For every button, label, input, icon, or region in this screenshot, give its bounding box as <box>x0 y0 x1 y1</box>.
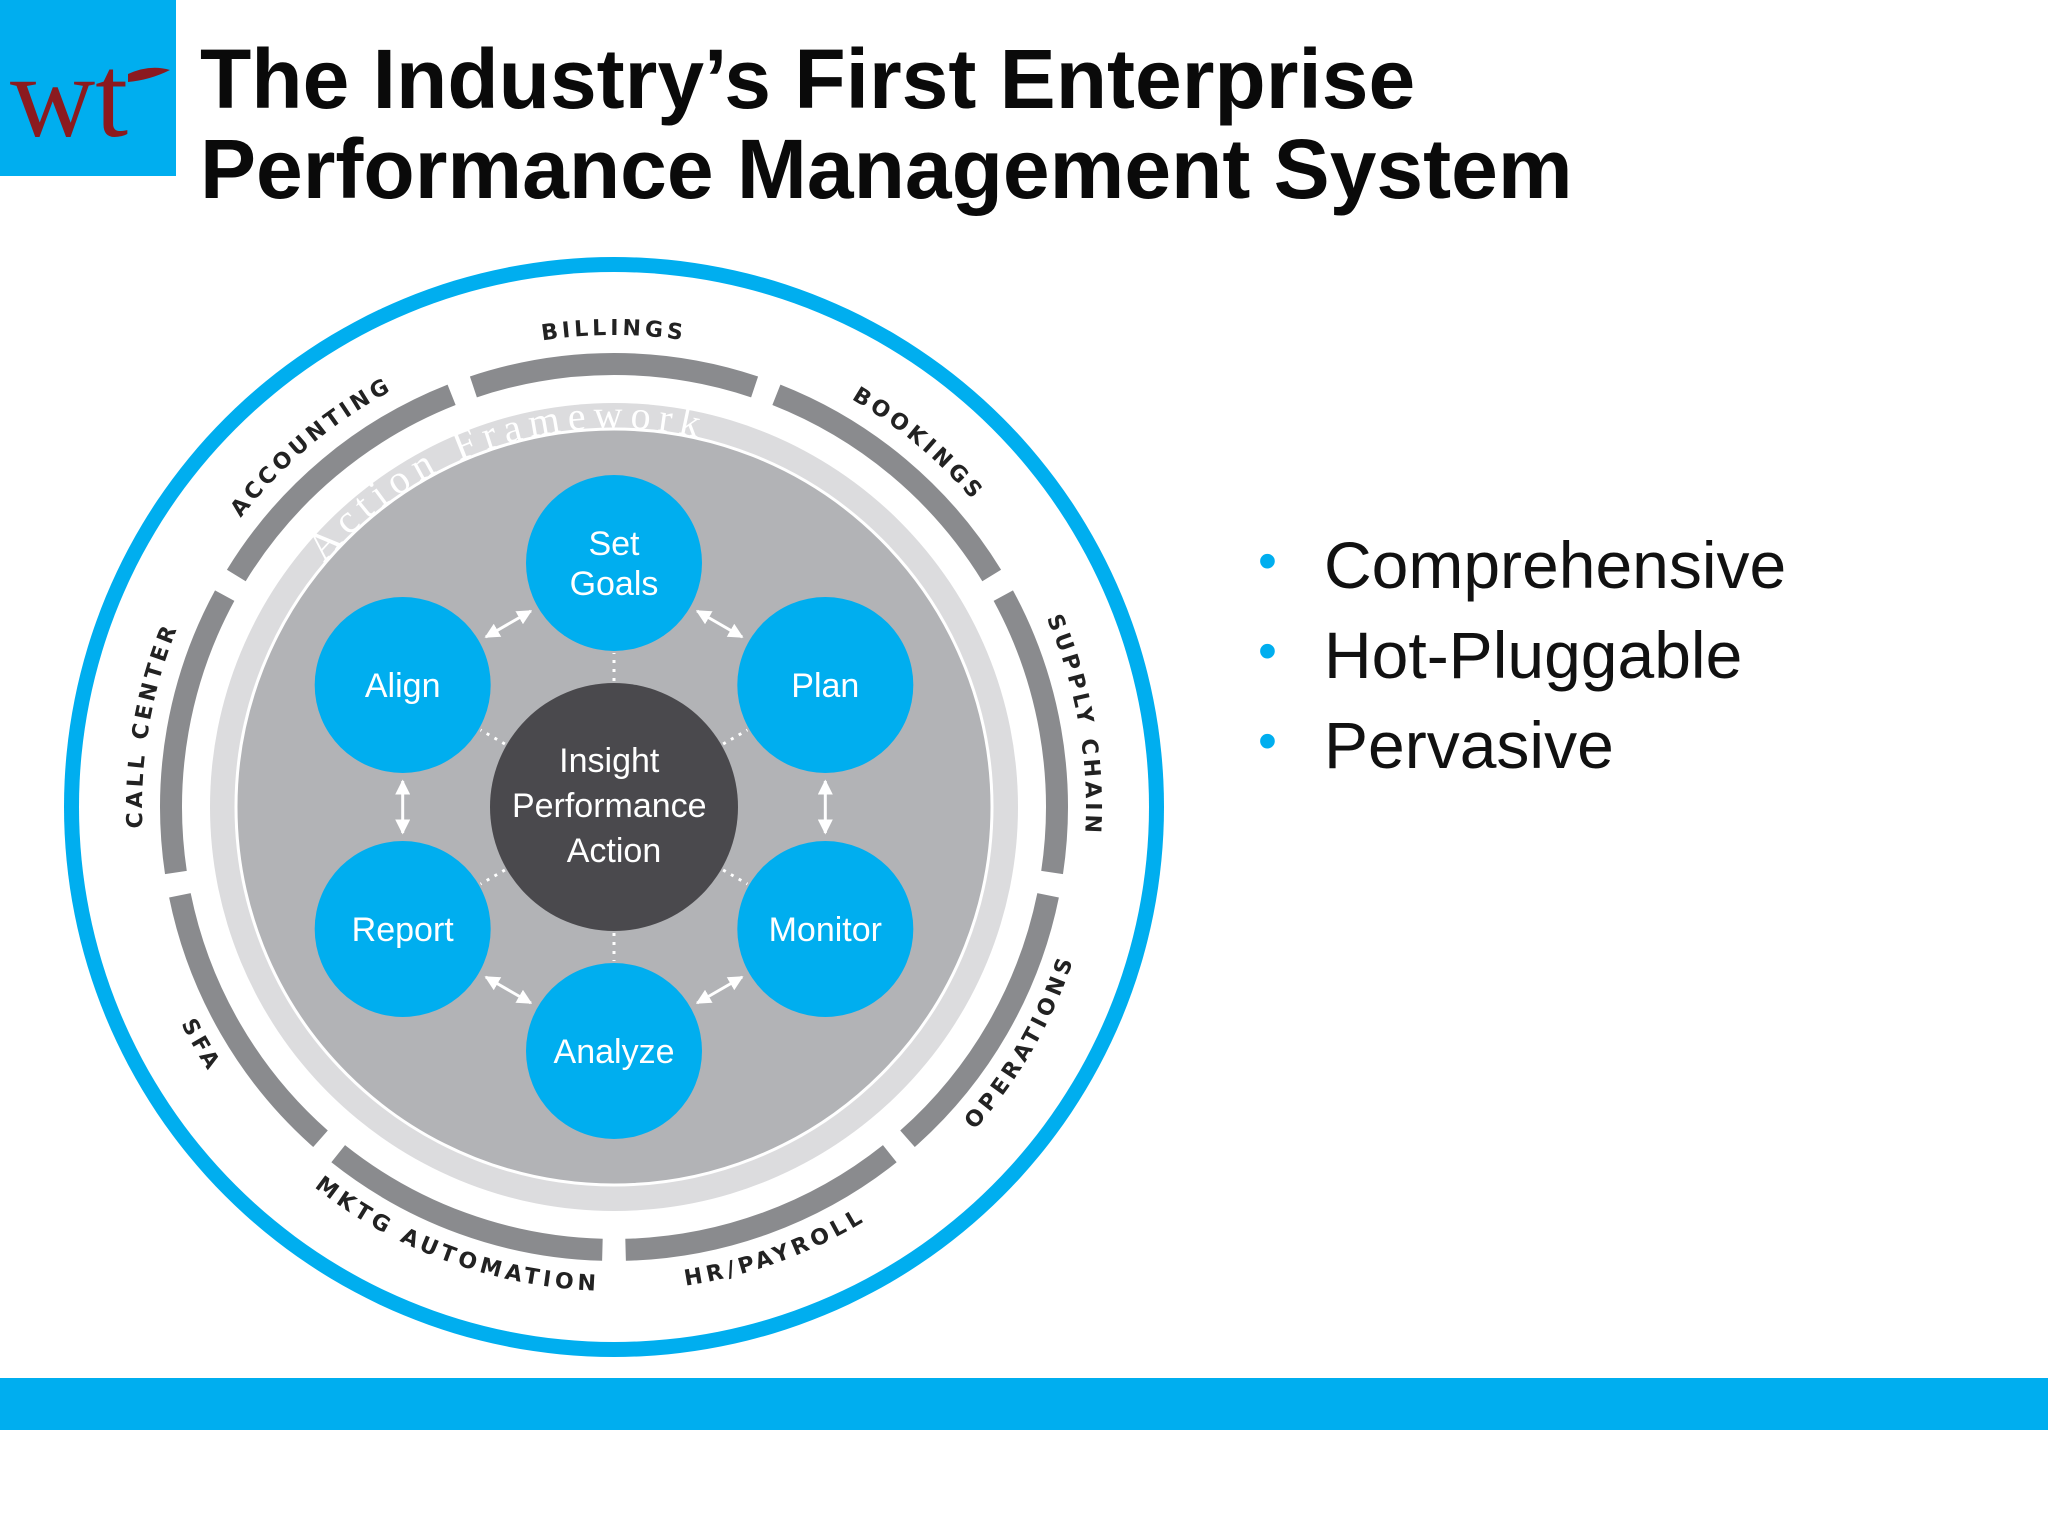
segment-sfa <box>169 893 328 1148</box>
cycle-arrow-icon <box>484 975 533 1005</box>
node-connectors <box>395 609 833 1005</box>
node-analyze <box>526 963 702 1139</box>
bullet-icon: • <box>1258 711 1277 771</box>
node-label-align: Align <box>365 667 441 705</box>
bullet-icon: • <box>1258 621 1277 681</box>
node-label-plan: Plan <box>791 667 859 705</box>
logo: wt <box>0 0 176 176</box>
node-align <box>314 597 491 773</box>
segment-bookings <box>772 384 1002 582</box>
logo-flag-icon <box>128 67 170 82</box>
logo-text: wt <box>10 31 128 162</box>
segment-hr-payroll <box>625 1145 897 1261</box>
center-node <box>490 683 738 931</box>
node-report <box>314 841 491 1017</box>
segment-accounting <box>226 384 456 582</box>
list-item: • Comprehensive <box>1258 520 1786 610</box>
title-line-2: Performance Management System <box>200 122 1573 216</box>
node-label-monitor: Monitor <box>769 911 882 949</box>
center-node-label: Insight Performance Action <box>512 742 716 870</box>
list-item-label: Pervasive <box>1324 708 1614 782</box>
node-label-report: Report <box>352 911 455 949</box>
segment-mktg-automation <box>331 1145 603 1261</box>
page-title: The Industry’s First Enterprise Performa… <box>200 34 1573 214</box>
node-label-analyze: Analyze <box>554 1033 675 1071</box>
list-item: • Hot-Pluggable <box>1258 610 1786 700</box>
center-line-3: Action <box>567 832 662 870</box>
segment-supply-chain <box>993 590 1068 875</box>
center-line-1: Insight <box>559 742 660 780</box>
node-monitor <box>737 841 914 1017</box>
segment-operations <box>900 893 1059 1148</box>
cycle-arrow-icon <box>484 609 533 639</box>
node-plan <box>737 597 914 773</box>
wt-logo-icon: wt <box>10 31 170 162</box>
node-set-goals <box>526 475 702 651</box>
segment-billings <box>469 353 759 398</box>
center-line-2: Performance <box>512 787 707 825</box>
bullet-icon: • <box>1258 531 1277 591</box>
cycle-arrow-icon <box>695 975 744 1005</box>
segment-call-center <box>160 590 235 875</box>
title-line-1: The Industry’s First Enterprise <box>200 32 1416 126</box>
footer-band <box>0 1378 2048 1430</box>
cycle-arrow-icon <box>695 609 744 639</box>
list-item-label: Comprehensive <box>1324 528 1787 602</box>
feature-list: • Comprehensive • Hot-Pluggable • Pervasive <box>1258 520 1786 790</box>
list-item: • Pervasive <box>1258 700 1786 790</box>
list-item-label: Hot-Pluggable <box>1324 618 1743 692</box>
